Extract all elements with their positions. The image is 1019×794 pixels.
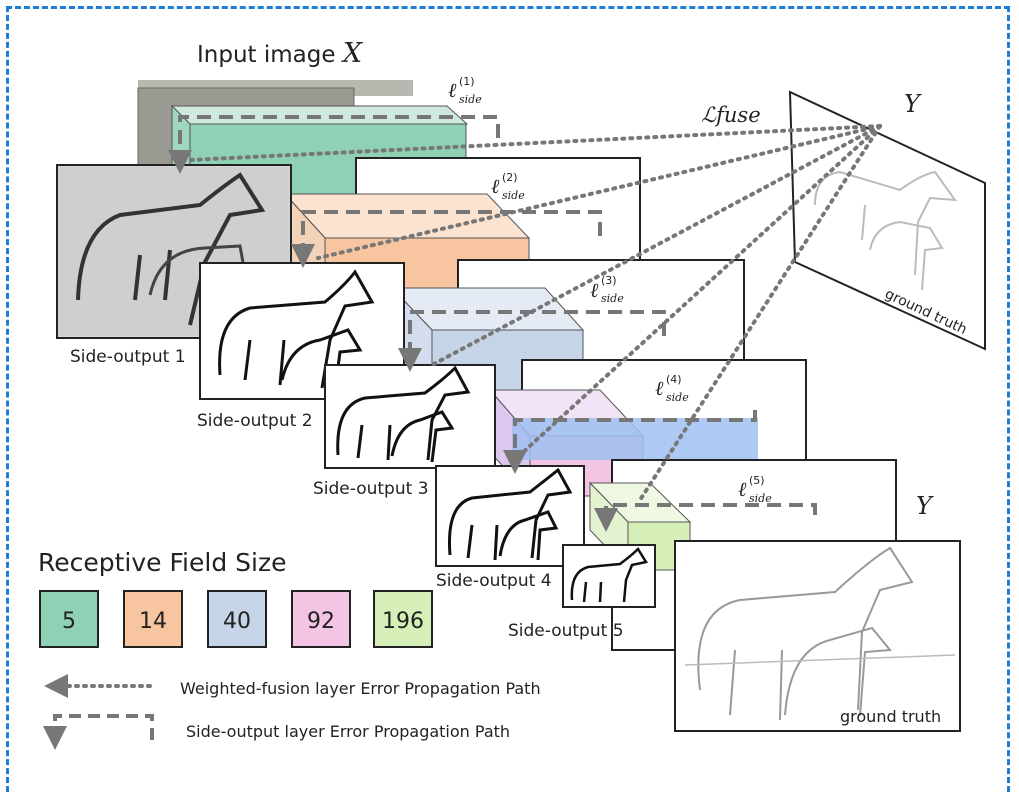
svg-text:ℓ: ℓ bbox=[655, 376, 664, 400]
svg-text:(2): (2) bbox=[502, 171, 518, 184]
side-loss-label-3: ℓ (3) side bbox=[590, 274, 624, 305]
target-label-bottom: Y bbox=[916, 492, 934, 520]
side-loss-label-2: ℓ (2) side bbox=[491, 171, 525, 202]
side-loss-label-1: ℓ (1) side bbox=[448, 75, 482, 106]
rf-value-2: 14 bbox=[139, 609, 167, 634]
legend-fusion-text: Weighted-fusion layer Error Propagation … bbox=[180, 679, 541, 698]
rf-swatch-4 bbox=[291, 590, 351, 648]
svg-text:(3): (3) bbox=[601, 274, 617, 287]
svg-text:(5): (5) bbox=[749, 474, 765, 487]
side-output-label-1: Side-output 1 bbox=[70, 347, 186, 367]
side-output-label-2: Side-output 2 bbox=[197, 411, 313, 431]
svg-text:side: side bbox=[666, 391, 689, 404]
legend-side-path: Side-output layer Error Propagation Path bbox=[43, 714, 510, 750]
rf-swatch-3 bbox=[207, 590, 267, 648]
legend-side-text: Side-output layer Error Propagation Path bbox=[186, 722, 510, 741]
rf-value-4: 92 bbox=[307, 609, 335, 634]
svg-text:ℓ: ℓ bbox=[448, 78, 457, 102]
side-paths bbox=[168, 115, 817, 532]
ground-truth-label-bottom: ground truth bbox=[840, 707, 941, 726]
svg-text:side: side bbox=[502, 189, 525, 202]
side-loss-label-4: ℓ (4) side bbox=[655, 373, 689, 404]
rf-swatch-2 bbox=[123, 590, 183, 648]
svg-text:(1): (1) bbox=[459, 75, 475, 88]
side-loss-label-5: ℓ (5) side bbox=[738, 474, 772, 505]
side-output-label-4: Side-output 4 bbox=[436, 571, 552, 591]
side-output-label-5: Side-output 5 bbox=[508, 621, 624, 641]
receptive-field-title: Receptive Field Size bbox=[38, 548, 286, 577]
svg-text:side: side bbox=[601, 292, 624, 305]
svg-text:(4): (4) bbox=[666, 373, 682, 386]
side-output-label-3: Side-output 3 bbox=[313, 479, 429, 499]
rf-value-1: 5 bbox=[62, 609, 76, 634]
rf-swatch-5 bbox=[373, 590, 433, 648]
input-image-title: Input image X bbox=[197, 38, 364, 69]
target-label-top: Y bbox=[904, 90, 922, 118]
svg-text:side: side bbox=[749, 492, 772, 505]
rf-value-5: 196 bbox=[382, 609, 424, 634]
rf-swatch-1 bbox=[39, 590, 99, 648]
legend-fusion-path: Weighted-fusion layer Error Propagation … bbox=[44, 674, 541, 698]
side-output-image-5 bbox=[562, 544, 656, 608]
svg-text:ℓ: ℓ bbox=[590, 278, 599, 302]
svg-text:ℓ: ℓ bbox=[491, 174, 500, 198]
diagram-frame bbox=[6, 6, 1010, 792]
fusion-paths bbox=[188, 124, 882, 502]
side-output-image-1 bbox=[56, 164, 292, 339]
rf-value-3: 40 bbox=[223, 609, 251, 634]
svg-text:ℓ: ℓ bbox=[738, 477, 747, 501]
receptive-field-swatches: 5 14 40 92 196 bbox=[39, 590, 433, 648]
fuse-loss-label: ℒfuse bbox=[701, 103, 761, 127]
ground-truth-image-top bbox=[788, 90, 986, 351]
side-output-image-3 bbox=[324, 364, 496, 469]
side-output-image-4 bbox=[435, 465, 585, 567]
svg-text:side: side bbox=[459, 93, 482, 106]
ground-truth-image-bottom bbox=[674, 540, 961, 732]
